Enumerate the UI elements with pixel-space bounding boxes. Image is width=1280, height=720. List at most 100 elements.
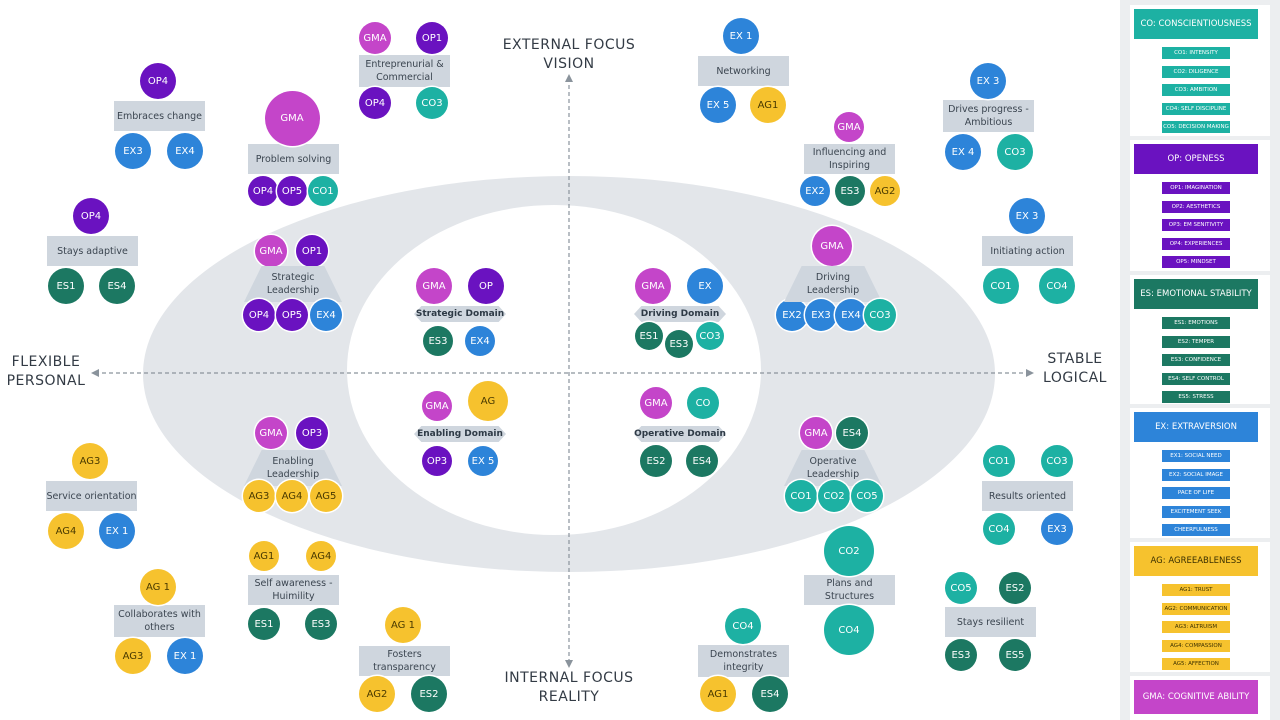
competency-label: Plans and Structures xyxy=(804,575,895,605)
trait-circle: AG1 xyxy=(700,676,736,712)
trait-circle: ES3 xyxy=(945,639,977,671)
competency-label: Collaborates with others xyxy=(114,605,205,637)
trait-circle: AG3 xyxy=(243,480,275,512)
legend-item: AG1: TRUST xyxy=(1162,584,1230,596)
domain-label-text: Enabling Domain xyxy=(417,429,503,439)
trait-circle: AG2 xyxy=(359,676,395,712)
competency-label: Problem solving xyxy=(248,144,339,174)
competency-label: Self awareness - Huimility xyxy=(248,575,339,605)
trait-circle: CO1 xyxy=(785,480,817,512)
trait-circle: ES1 xyxy=(48,268,84,304)
domain-label-bg xyxy=(634,306,726,322)
legend-item: EX2: SOCIAL IMAGE xyxy=(1162,468,1230,481)
leadership-label-text: Enabling Leadership xyxy=(266,456,320,480)
trait-circle: CO1 xyxy=(983,268,1019,304)
leadership-label: Driving Leadership xyxy=(784,266,882,302)
leadership-label: Strategic Leadership xyxy=(244,266,342,302)
trait-circle: ES2 xyxy=(999,572,1031,604)
leadership-label-text: Operative Leadership xyxy=(806,456,860,480)
legend-item: CO4: SELF DISCIPLINE xyxy=(1162,102,1230,115)
trait-circle: ES3 xyxy=(835,176,865,206)
legend-item: AG5: AFFECTION xyxy=(1162,658,1230,670)
trait-circle: GMA xyxy=(416,268,452,304)
trait-circle: EX3 xyxy=(805,299,837,331)
leadership-label-text: Driving Leadership xyxy=(806,272,860,296)
trait-circle: OP4 xyxy=(243,299,275,331)
horizontal-axis-arrow-right xyxy=(1026,369,1034,377)
trait-circle: EX 1 xyxy=(167,638,203,674)
trait-circle: EX 1 xyxy=(723,18,759,54)
legend-item: ES3: CONFIDENCE xyxy=(1162,354,1230,366)
trait-circle: GMA xyxy=(359,22,391,54)
trait-circle: AG1 xyxy=(750,87,786,123)
trait-circle: EX4 xyxy=(465,326,495,356)
legend-item: ES5: STRESS xyxy=(1162,391,1230,403)
trait-circle: ES2 xyxy=(411,676,447,712)
horizontal-axis-arrow-left xyxy=(91,369,99,377)
trait-circle: EX 3 xyxy=(1009,198,1045,234)
trait-circle: EX2 xyxy=(776,299,808,331)
trait-circle: EX2 xyxy=(800,176,830,206)
trait-circle: AG4 xyxy=(276,480,308,512)
competency-label: Influencing and Inspiring xyxy=(804,144,895,174)
trait-circle: GMA xyxy=(255,235,287,267)
legend-item: ES4: SELF CONTROL xyxy=(1162,372,1230,385)
trait-circle: OP5 xyxy=(276,299,308,331)
trait-circle: ES5 xyxy=(999,639,1031,671)
trait-circle: EX3 xyxy=(115,133,151,169)
trait-circle: OP1 xyxy=(296,235,328,267)
trait-circle: GMA xyxy=(834,112,864,142)
trait-circle: CO2 xyxy=(818,480,850,512)
trait-circle: CO1 xyxy=(983,445,1015,477)
trait-circle: CO3 xyxy=(696,322,724,350)
domain-label-bg xyxy=(414,426,506,442)
vertical-axis-arrow-bottom xyxy=(565,660,573,668)
competency-label: Drives progress - Ambitious xyxy=(943,100,1034,132)
domain-label: Operative Domain xyxy=(634,426,726,442)
domain-label-bg xyxy=(414,306,506,322)
domain-label-text: Strategic Domain xyxy=(415,309,505,319)
trait-circle: ES4 xyxy=(836,417,868,449)
trait-circle: EX 4 xyxy=(945,134,981,170)
trait-circle: OP4 xyxy=(140,63,176,99)
trait-circle: CO1 xyxy=(308,176,338,206)
trait-circle: AG2 xyxy=(870,176,900,206)
legend-item: CO3: AMBITION xyxy=(1162,84,1230,96)
legend-item: AG4: COMPASSION xyxy=(1162,639,1230,652)
competency-label: Service orientation xyxy=(46,481,137,511)
trait-circle: EX 1 xyxy=(99,513,135,549)
trait-circle: AG 1 xyxy=(385,607,421,643)
domain-label: Driving Domain xyxy=(634,306,726,322)
axis-label-right: STABLE LOGICAL xyxy=(1043,351,1107,386)
leadership-label-bg xyxy=(784,266,882,302)
legend-item: EXCITEMENT SEEK xyxy=(1162,505,1230,518)
competency-label: Stays adaptive xyxy=(47,236,138,266)
vertical-axis-arrow-top xyxy=(565,74,573,82)
trait-circle: CO3 xyxy=(997,134,1033,170)
legend-item: ES1: EMOTIONS xyxy=(1162,317,1230,329)
legend-panel-title: EX: EXTRAVERSION xyxy=(1134,412,1258,442)
competency-label: Results oriented xyxy=(982,481,1073,511)
competency-label: Stays resilient xyxy=(945,607,1036,637)
legend-panel: AG: AGREEABLENESS AG1: TRUST AG2: COMMUNIC… xyxy=(1130,542,1270,672)
trait-circle: EX4 xyxy=(835,299,867,331)
competency-label: Initiating action xyxy=(982,236,1073,266)
trait-circle: GMA xyxy=(635,268,671,304)
legend-item: ES2: TEMPER xyxy=(1162,335,1230,348)
trait-circle: OP4 xyxy=(73,198,109,234)
domain-label: Enabling Domain xyxy=(414,426,506,442)
competency-model-diagram: EXTERNAL FOCUS VISION INTERNAL FOCUS REA… xyxy=(7,18,1107,712)
trait-circle: ES4 xyxy=(752,676,788,712)
legend-item: CO2: DILIGENCE xyxy=(1162,65,1230,78)
legend-item: AG2: COMMUNICATION xyxy=(1162,602,1230,615)
trait-circle: CO5 xyxy=(851,480,883,512)
legend-panel-title: AG: AGREEABLENESS xyxy=(1134,546,1258,576)
legend-item: OP4: EXPERIENCES xyxy=(1162,237,1230,250)
trait-circle: CO3 xyxy=(416,87,448,119)
trait-circle: EX3 xyxy=(1041,513,1073,545)
trait-circle: GMA xyxy=(422,391,452,421)
